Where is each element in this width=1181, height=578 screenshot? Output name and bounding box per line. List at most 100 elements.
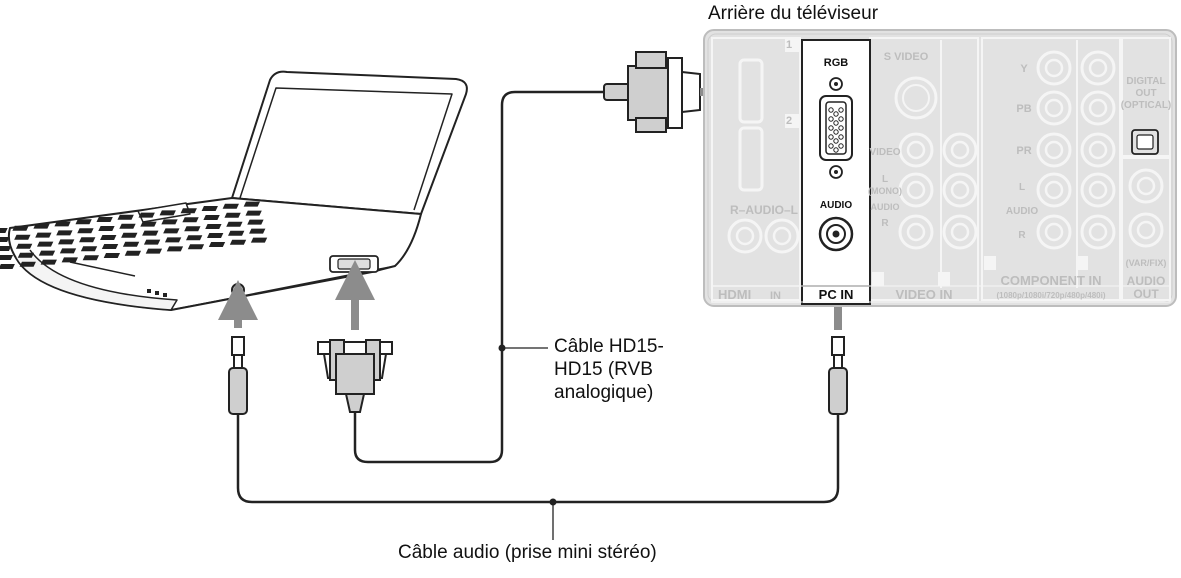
rca-jack-center — [1044, 222, 1064, 242]
hdmi-num-1: 1 — [786, 39, 792, 51]
vga-pin — [828, 125, 834, 131]
hdmi-num-2: 2 — [786, 115, 792, 127]
key — [250, 237, 268, 243]
vga-pin — [838, 125, 844, 131]
vga-pin — [833, 129, 839, 135]
vga-pin — [828, 116, 834, 122]
vga-pin — [833, 147, 839, 153]
key — [187, 244, 205, 250]
vga-pin — [828, 143, 834, 149]
video-mono-label: (MONO) — [868, 186, 902, 196]
audio-cable — [236, 412, 840, 504]
key — [249, 228, 266, 234]
audio-plug-left — [228, 336, 248, 415]
key — [163, 228, 180, 234]
key — [37, 241, 54, 247]
audio-out-label1: AUDIO — [1127, 274, 1166, 288]
key — [15, 243, 33, 249]
key — [0, 264, 15, 269]
component-pb-label: PB — [1016, 103, 1031, 115]
video-l-label: L — [882, 174, 888, 185]
key — [224, 212, 241, 218]
vga-pin — [838, 116, 844, 122]
hd15-cable-label-line2: HD15 (RVB — [554, 359, 653, 380]
component-formats-label: (1080p/1080i/720p/480p/480i) — [997, 291, 1106, 300]
rca-jack-center — [1044, 140, 1064, 160]
key — [142, 230, 159, 236]
key — [143, 239, 161, 245]
vga-pin — [833, 138, 839, 144]
component-y-label: Y — [1020, 63, 1028, 75]
video-num-1: 1 — [878, 274, 884, 286]
key — [100, 235, 117, 240]
rca-jack-center — [906, 180, 926, 200]
key — [119, 223, 136, 229]
key — [0, 246, 12, 251]
rca-jack-center — [1044, 58, 1064, 78]
hdmi-in-label: IN — [770, 290, 781, 302]
pc-in-label: PC IN — [819, 287, 854, 302]
key — [56, 230, 73, 236]
key — [247, 219, 264, 225]
key — [61, 257, 78, 263]
key — [122, 241, 140, 247]
key — [98, 226, 115, 231]
component-audio-label: AUDIO — [1006, 206, 1038, 217]
digital-out-line2: OUT — [1135, 88, 1156, 99]
key — [205, 224, 222, 229]
digital-out-line3: (OPTICAL) — [1121, 100, 1172, 111]
key — [77, 228, 94, 234]
rca-jack-center — [950, 180, 970, 200]
key — [82, 255, 99, 261]
rca-jack-center — [1088, 58, 1108, 78]
rca-jack-center — [1044, 180, 1064, 200]
vga-pin — [838, 143, 844, 149]
key — [19, 261, 36, 267]
rca-jack-center — [1088, 180, 1108, 200]
key — [203, 215, 220, 220]
rca-jack-center — [906, 140, 926, 160]
hdmi-audio-label: R–AUDIO–L — [730, 203, 798, 217]
video-num-3: 3 — [943, 274, 949, 286]
key — [103, 253, 121, 258]
audio-callout-dot — [549, 498, 557, 506]
key — [0, 237, 10, 242]
key — [222, 203, 239, 209]
rca-jack-center — [906, 222, 926, 242]
vga-pin — [828, 134, 834, 140]
vga-pin — [833, 111, 839, 117]
audio-out-varfix: (VAR/FIX) — [1126, 258, 1167, 268]
hd15-cable — [353, 90, 610, 464]
key — [184, 226, 201, 232]
key — [182, 217, 199, 223]
key — [166, 246, 184, 252]
key — [54, 221, 71, 227]
vga-pin — [838, 107, 844, 113]
rca-jack-center — [950, 140, 970, 160]
key — [38, 250, 56, 256]
key — [145, 248, 163, 254]
rca-jack-center — [1088, 98, 1108, 118]
hd15-cable-label-line1: Câble HD15- — [554, 336, 664, 357]
key — [208, 242, 226, 247]
key — [185, 235, 203, 241]
hdmi-logo: HDMI — [718, 287, 751, 302]
key — [124, 250, 142, 256]
key — [229, 239, 247, 245]
key — [17, 252, 35, 258]
component-r-label: R — [1018, 230, 1026, 241]
video-label: VIDEO — [869, 147, 900, 158]
key — [75, 219, 92, 225]
key — [0, 255, 14, 260]
component-pr-label: PR — [1016, 145, 1031, 157]
key — [59, 248, 77, 254]
audio-plug-right — [828, 336, 848, 415]
key — [164, 237, 182, 243]
laptop — [7, 70, 468, 311]
key — [121, 232, 138, 238]
key — [180, 208, 197, 214]
key — [0, 228, 8, 233]
audio-out-label2: OUT — [1133, 287, 1159, 301]
laptop-keyboard — [0, 201, 268, 269]
